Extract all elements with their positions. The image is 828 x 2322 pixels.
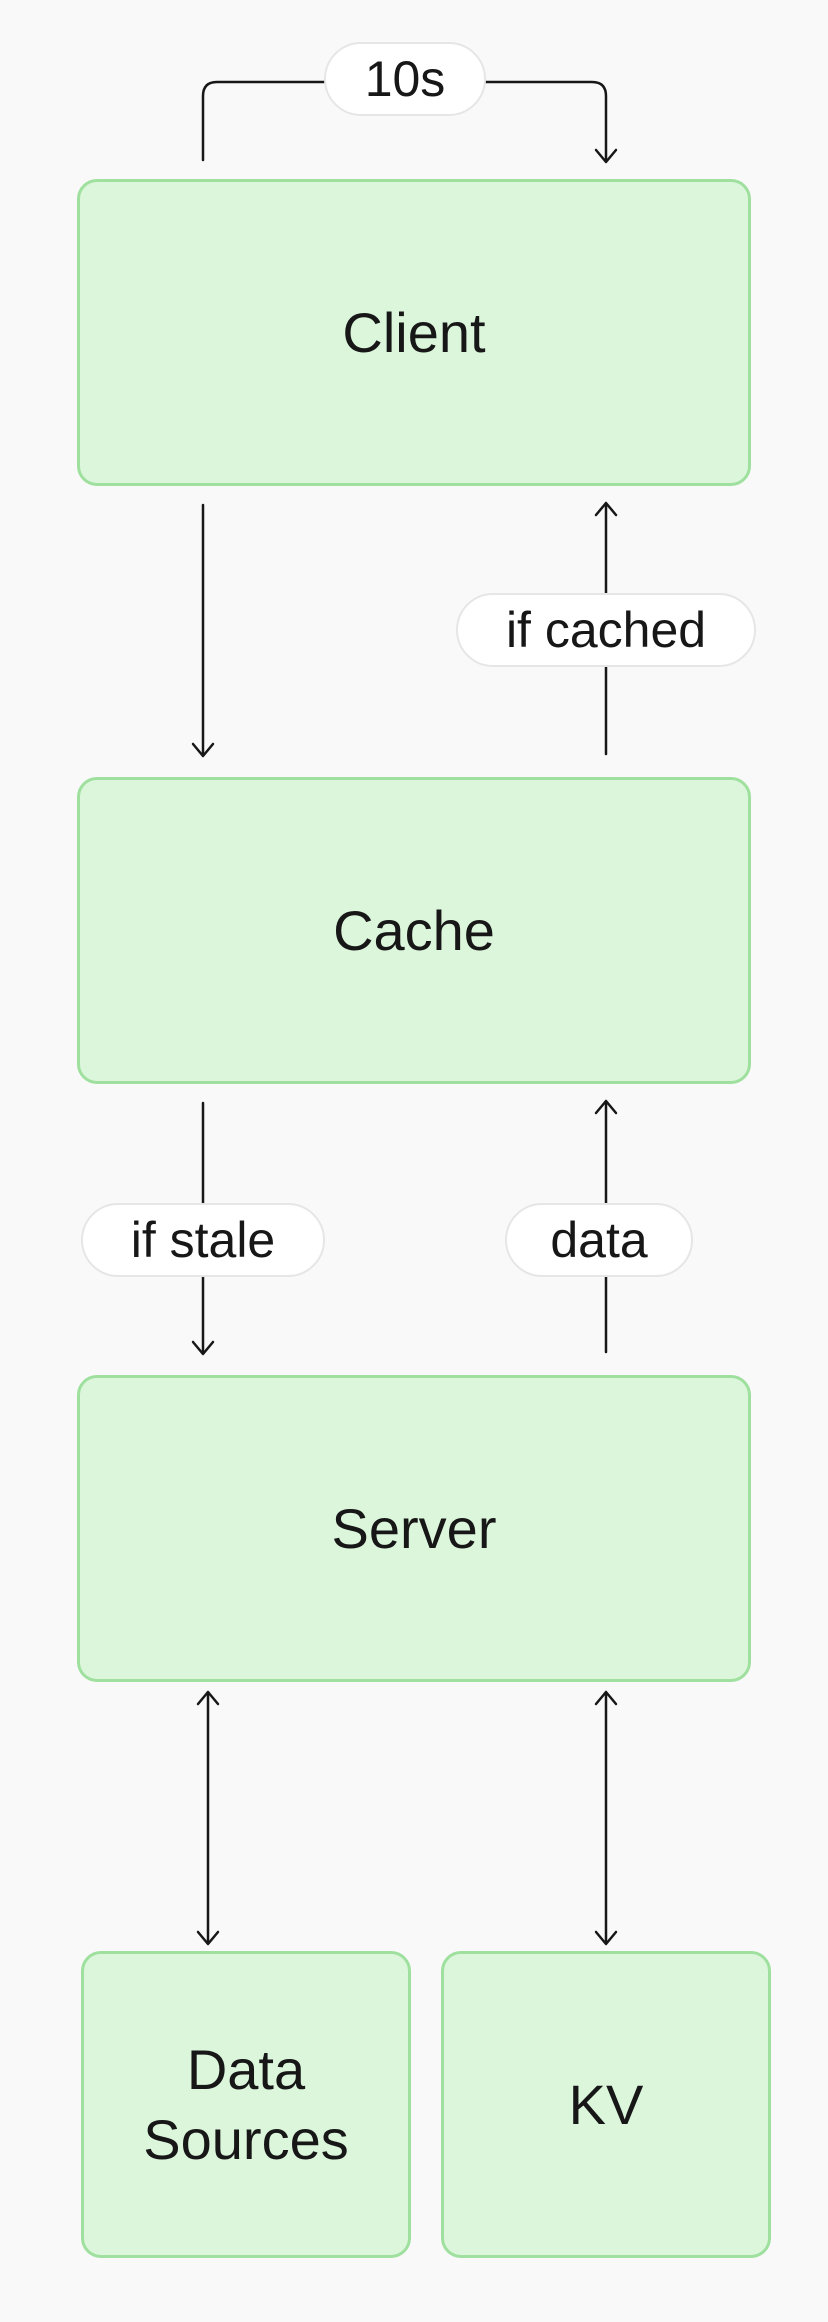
interval-label: 10s (324, 42, 486, 116)
if-stale-label: if stale (81, 1203, 325, 1277)
data-sources-link-arrowhead-down (196, 1930, 220, 1946)
server-node: Server (77, 1375, 751, 1682)
data-sources-link-arrowhead-up (196, 1690, 220, 1706)
kv-label: KV (568, 2072, 644, 2136)
cache-node: Cache (77, 777, 751, 1084)
data-sources-node: Data Sources (81, 1951, 411, 2258)
cached-response-arrowhead (594, 501, 618, 517)
stale-request-arrowhead (191, 1340, 215, 1356)
request-arrowhead (191, 742, 215, 758)
client-node: Client (77, 179, 751, 486)
if-cached-label: if cached (456, 593, 756, 667)
kv-node: KV (441, 1951, 771, 2258)
kv-link-arrowhead-down (594, 1930, 618, 1946)
kv-link-arrowhead-up (594, 1690, 618, 1706)
server-label: Server (331, 1496, 497, 1560)
cache-label: Cache (333, 898, 495, 962)
client-label: Client (342, 300, 486, 364)
data-sources-label: Data Sources (143, 2037, 349, 2171)
data-response-arrowhead (594, 1099, 618, 1115)
refresh-loop-arrowhead (594, 148, 618, 164)
data-label: data (505, 1203, 693, 1277)
